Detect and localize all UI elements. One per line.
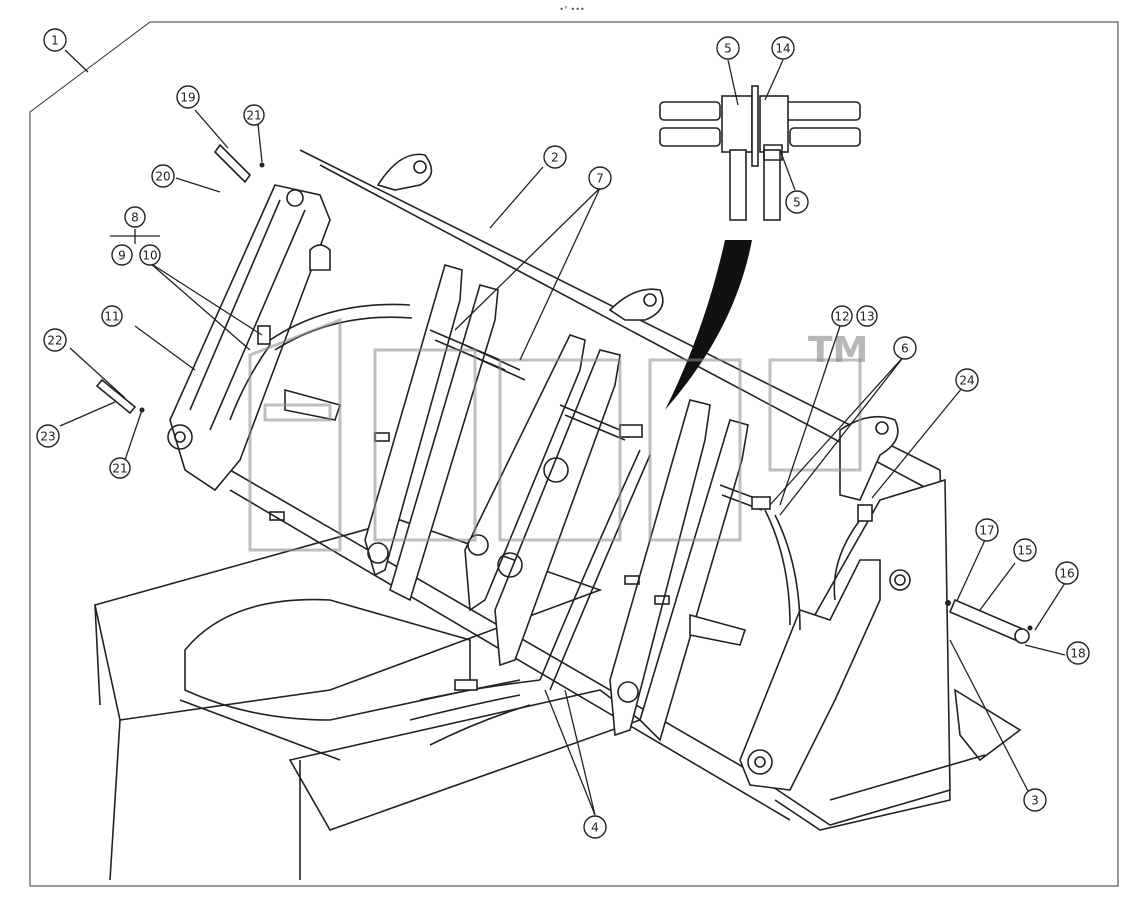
callout-22: 22 (43, 328, 67, 352)
callout-6: 6 (893, 336, 917, 360)
watermark: TM (248, 317, 868, 552)
callout-21: 21 (109, 457, 131, 479)
callout-label: 24 (959, 374, 974, 388)
callout-10: 10 (139, 244, 161, 266)
callout-label: 5 (793, 196, 801, 210)
callout-label: 23 (40, 430, 55, 444)
callout-label: 1 (51, 34, 59, 48)
header-mark: •° ••• (559, 5, 584, 14)
callout-label: 19 (180, 91, 195, 105)
callout-5: 5 (716, 36, 740, 60)
callout-24: 24 (955, 368, 979, 392)
callout-label: 16 (1059, 567, 1074, 581)
callout-15: 15 (1013, 538, 1037, 562)
callout-label: 3 (1031, 794, 1039, 808)
callout-7: 7 (588, 166, 612, 190)
callout-9: 9 (111, 244, 133, 266)
callout-label: 20 (155, 170, 170, 184)
callout-label: 21 (246, 109, 261, 123)
callout-label: 8 (131, 211, 139, 225)
callout-label: 11 (104, 310, 119, 324)
coupling-detail-inset (659, 85, 861, 221)
callout-label: 9 (118, 249, 126, 263)
callout-label: 2 (551, 151, 559, 165)
loader-body (94, 519, 642, 881)
callout-label: 15 (1017, 544, 1032, 558)
callout-label: 6 (901, 342, 909, 356)
callout-21: 21 (243, 104, 265, 126)
callout-3: 3 (1023, 788, 1047, 812)
callout-label: 5 (724, 42, 732, 56)
callout-label: 14 (775, 42, 790, 56)
drawing-frame (29, 21, 1119, 887)
callout-11: 11 (101, 305, 123, 327)
callout-8: 8 (124, 206, 146, 228)
detail-pointer-arrow (665, 240, 752, 410)
callout-14: 14 (771, 36, 795, 60)
callout-label: 7 (596, 172, 604, 186)
callout-label: 22 (47, 334, 62, 348)
callout-label: 13 (859, 310, 874, 324)
watermark-tm: TM (808, 330, 868, 371)
callout-20: 20 (151, 164, 175, 188)
small-parts (95, 143, 1033, 644)
callout-label: 17 (979, 524, 994, 538)
callout-13: 13 (856, 305, 878, 327)
callout-17: 17 (975, 518, 999, 542)
callout-1: 1 (43, 28, 67, 52)
callout-5: 5 (785, 190, 809, 214)
callout-16: 16 (1055, 561, 1079, 585)
callout-label: 12 (834, 310, 849, 324)
callout-23: 23 (36, 424, 60, 448)
callout-label: 21 (112, 462, 127, 476)
callout-12: 12 (831, 305, 853, 327)
bucket-assembly (167, 149, 1022, 831)
callout-label: 10 (142, 249, 157, 263)
leader-lines (59, 49, 1066, 816)
callout-label: 4 (591, 821, 599, 835)
callout-19: 19 (176, 85, 200, 109)
callout-label: 18 (1070, 647, 1085, 661)
callout-2: 2 (543, 145, 567, 169)
callout-4: 4 (583, 815, 607, 839)
callout-18: 18 (1066, 641, 1090, 665)
